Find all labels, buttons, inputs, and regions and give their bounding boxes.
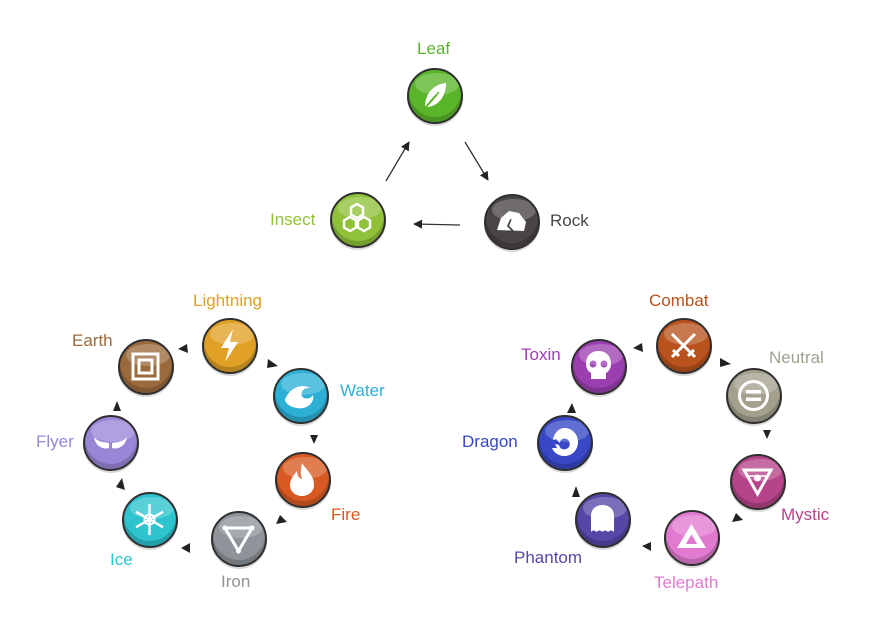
fire-label: Fire (331, 505, 361, 524)
toxin-label: Toxin (521, 345, 561, 364)
arrow-phantom-dragon (572, 486, 580, 497)
lightning-icon (221, 329, 238, 362)
dragon-label: Dragon (462, 432, 518, 451)
iron-badge[interactable] (211, 511, 267, 567)
arrow-water-fire (310, 435, 318, 444)
fire-badge[interactable] (275, 452, 331, 508)
flame-icon (290, 463, 314, 496)
rock-badge[interactable] (484, 194, 540, 250)
arrow-insect-leaf (385, 141, 410, 182)
water-badge[interactable] (273, 368, 329, 424)
arrow-dragon-toxin (567, 403, 576, 413)
phantom-badge[interactable] (575, 492, 631, 548)
flyer-label: Flyer (36, 432, 74, 451)
mystic-label: Mystic (781, 505, 830, 524)
dragon-icon (552, 428, 578, 456)
leaf-icon (424, 83, 446, 109)
equals-icon (738, 380, 769, 411)
telepath-label: Telepath (654, 573, 719, 592)
wings-icon (94, 437, 127, 449)
honeycomb-icon (342, 202, 372, 233)
iron-label: Iron (221, 572, 251, 591)
ice-badge[interactable] (122, 492, 178, 548)
arrow-telepath-phantom (642, 542, 651, 551)
combat-badge[interactable] (656, 318, 712, 374)
earth-badge[interactable] (118, 339, 174, 395)
toxin-badge[interactable] (571, 339, 627, 395)
phantom-label: Phantom (514, 548, 583, 567)
combat-label: Combat (649, 291, 709, 310)
leaf-badge[interactable] (407, 68, 463, 124)
lightning-label: Lightning (193, 291, 263, 310)
rock-label: Rock (550, 211, 589, 230)
ice-label: Ice (110, 550, 133, 569)
swords-icon (670, 332, 697, 359)
arrow-leaf-rock (464, 141, 489, 181)
arrow-neutral-mystic (763, 430, 771, 439)
arrow-ice-flyer (116, 478, 125, 490)
arrow-toxin-combat (633, 343, 643, 352)
skull-icon (586, 351, 611, 379)
triangle-icon (222, 525, 255, 554)
lightning-badge[interactable] (202, 318, 258, 374)
insect-badge[interactable] (330, 192, 386, 248)
arrow-lightning-water (267, 359, 278, 368)
flyer-badge[interactable] (83, 415, 139, 471)
arrow-iron-ice (181, 543, 190, 553)
rock-icon (497, 211, 526, 232)
dragon-badge[interactable] (537, 415, 593, 471)
ghost-icon (591, 505, 614, 532)
earth-label: Earth (72, 331, 113, 350)
mystic-badge[interactable] (730, 454, 786, 510)
snowflake-icon (135, 504, 164, 535)
arrow-rock-insect (413, 219, 461, 229)
telepath-badge[interactable] (664, 510, 720, 566)
leaf-label: Leaf (417, 39, 451, 58)
pyramid-icon (677, 524, 706, 548)
arrow-mystic-telepath (732, 513, 743, 522)
neutral-badge[interactable] (726, 368, 782, 424)
neutral-label: Neutral (769, 348, 824, 367)
arrow-fire-iron (276, 515, 287, 524)
arrow-combat-neutral (720, 358, 731, 367)
arrow-flyer-earth (113, 401, 121, 411)
water-label: Water (340, 381, 385, 400)
eye-triangle-icon (741, 468, 774, 498)
wave-icon (285, 386, 314, 409)
square-icon (131, 352, 160, 381)
arrow-earth-lightning (178, 344, 188, 353)
insect-label: Insect (270, 210, 316, 229)
